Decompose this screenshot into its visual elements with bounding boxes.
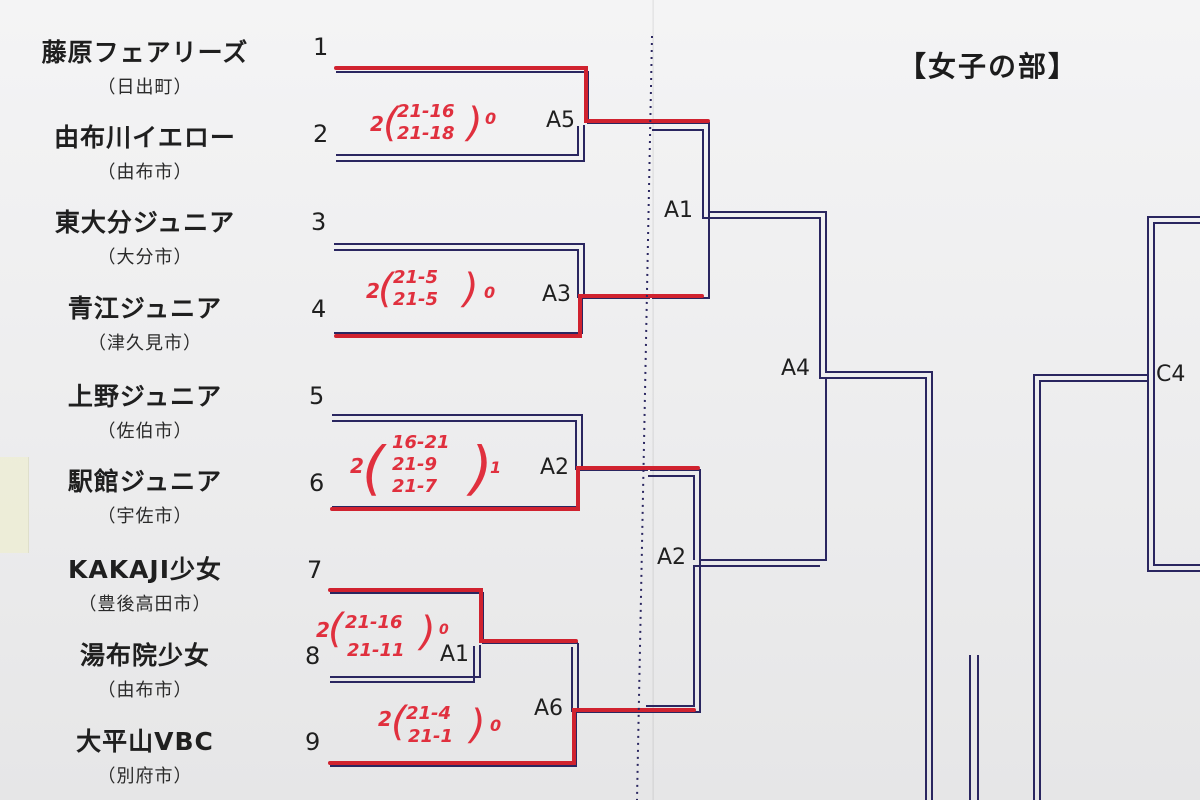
match-label-a5: A5 <box>546 108 576 133</box>
team-3: 東大分ジュニア （大分市） <box>0 203 290 269</box>
svg-text:(: ( <box>362 434 387 502</box>
match-label-a6: A6 <box>534 696 564 721</box>
team-4: 青江ジュニア （津久見市） <box>0 289 290 355</box>
seed-number: 3 <box>311 208 327 236</box>
team-city: （佐伯市） <box>97 421 193 442</box>
team-2: 由布川イエロー （由布市） <box>0 118 290 184</box>
score-won-m56: 2 <box>350 454 364 478</box>
team-city: （津久見市） <box>88 333 202 354</box>
score-lost-m9: 0 <box>490 716 501 735</box>
seed-number: 6 <box>309 469 325 497</box>
team-5: 上野ジュニア （佐伯市） <box>0 377 290 443</box>
svg-text:(: ( <box>391 699 409 745</box>
match-label-a4: A4 <box>781 356 811 381</box>
team-name: 由布川イエロー <box>54 123 236 152</box>
division-title: 【女子の部】 <box>898 50 1079 83</box>
match-label-c4: C4 <box>1156 362 1186 387</box>
score-lost-m12: 0 <box>485 109 496 128</box>
team-city: （豊後高田市） <box>78 594 212 615</box>
team-6: 駅館ジュニア （宇佐市） <box>0 462 290 528</box>
score-set-m34-1: 21-5 <box>393 267 438 288</box>
team-name: 青江ジュニア <box>67 294 223 323</box>
seed-number: 7 <box>307 556 323 584</box>
seed-number: 4 <box>311 295 327 323</box>
svg-text:): ) <box>460 266 479 312</box>
team-city: （別府市） <box>97 766 193 787</box>
svg-text:(: ( <box>328 606 346 652</box>
loser-line-2 <box>336 125 585 162</box>
team-name: 上野ジュニア <box>67 382 223 411</box>
seed-number: 5 <box>309 382 325 410</box>
dotted-guide-line <box>636 35 653 800</box>
team-7: KAKAJI少女 （豊後高田市） <box>0 550 290 616</box>
score-set-m12-2: 21-18 <box>397 123 455 144</box>
seed-number: 8 <box>305 642 321 670</box>
svg-text:(: ( <box>378 266 396 312</box>
loser-line-5 <box>332 414 583 470</box>
match-label-a1: A1 <box>440 642 470 667</box>
team-name: KAKAJI少女 <box>67 555 223 584</box>
seed-number: 1 <box>313 33 329 61</box>
score-bracket-close: ) <box>464 100 483 146</box>
score-won-m12: 2 <box>370 112 384 136</box>
score-set-m78-2: 21-11 <box>347 640 405 661</box>
team-name: 湯布院少女 <box>79 641 210 670</box>
score-lost-m78: 0 <box>439 622 449 638</box>
match-label-a3: A3 <box>542 282 572 307</box>
score-set-m34-2: 21-5 <box>393 289 438 310</box>
score-set-m56-3: 21-7 <box>392 476 438 497</box>
team-name: 藤原フェアリーズ <box>41 38 249 67</box>
team-8: 湯布院少女 （由布市） <box>0 636 290 702</box>
team-name: 東大分ジュニア <box>54 208 236 237</box>
team-city: （日出町） <box>97 77 193 98</box>
seed-number: 9 <box>305 728 321 756</box>
team-city: （大分市） <box>97 247 193 268</box>
score-won-m34: 2 <box>366 279 380 303</box>
paper-fold <box>652 0 654 800</box>
match-label-a2: A2 <box>540 455 570 480</box>
score-lost-m34: 0 <box>484 283 495 302</box>
team-city: （由布市） <box>97 680 193 701</box>
score-set-m56-2: 21-9 <box>392 454 437 475</box>
seed-number: 2 <box>313 120 329 148</box>
score-set-m56-1: 16-21 <box>392 432 450 453</box>
team-name: 駅館ジュニア <box>67 467 223 496</box>
score-bracket-open: ( <box>383 100 401 146</box>
svg-text:): ) <box>417 609 436 655</box>
team-name: 大平山VBC <box>76 727 214 756</box>
team-city: （由布市） <box>97 162 193 183</box>
match-label-a1-right: A1 <box>664 198 694 223</box>
loser-line-8 <box>330 645 481 678</box>
team-1: 藤原フェアリーズ （日出町） <box>0 33 290 99</box>
score-set-m9-2: 21-1 <box>408 726 453 747</box>
score-set-m9-1: 21-4 <box>406 703 451 724</box>
team-9: 大平山VBC （別府市） <box>0 722 290 788</box>
match-label-a2-right: A2 <box>657 545 687 570</box>
score-set-m12-1: 21-16 <box>397 101 455 122</box>
svg-text:): ) <box>466 434 493 502</box>
score-won-m78: 2 <box>316 618 330 642</box>
svg-text:): ) <box>467 702 486 748</box>
loser-line-3 <box>334 243 585 298</box>
tape-strip <box>0 457 29 553</box>
team-city: （宇佐市） <box>97 506 193 527</box>
score-won-m9: 2 <box>378 707 392 731</box>
score-set-m78-1: 21-16 <box>345 612 403 633</box>
score-lost-m56: 1 <box>490 458 501 477</box>
